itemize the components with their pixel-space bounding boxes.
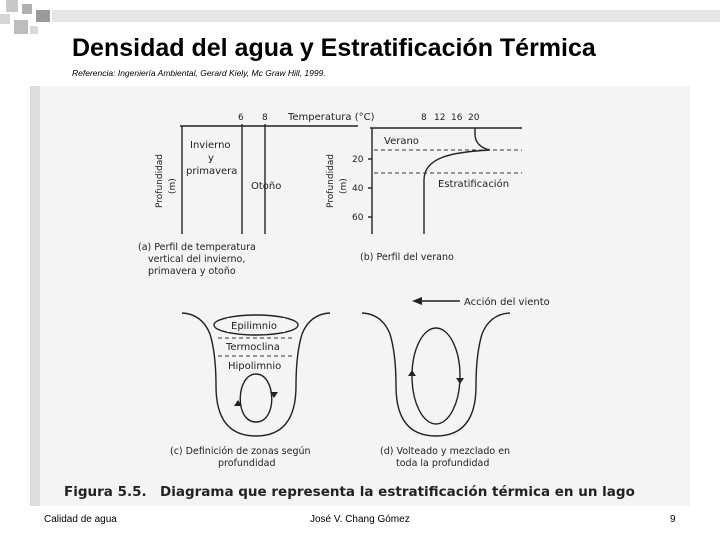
panel-b-ylabel-unit: (m) [339, 178, 349, 194]
arrow-down-icon [234, 400, 242, 406]
panel-a-label-primavera: primavera [186, 166, 237, 177]
panel-a-caption-3: primavera y otoño [148, 266, 236, 277]
panel-b-tick-8: 8 [421, 113, 427, 123]
panel-a-label-invierno: Invierno [190, 140, 231, 151]
panel-b-label-verano: Verano [384, 136, 419, 147]
panel-b-tick-20: 20 [468, 113, 480, 123]
panel-a-tick-8: 8 [262, 113, 268, 123]
panel-d-label-viento: Acción del viento [464, 296, 550, 308]
panel-b-caption: (b) Perfil del verano [360, 252, 454, 263]
arrow-up-icon [270, 392, 278, 398]
panel-a-caption-1: (a) Perfil de temperatura [138, 242, 256, 253]
panel-d-caption-2: toda la profundidad [396, 458, 489, 469]
panel-a-winter-profile: Temperatura (°C) 6 8 Invierno y primaver… [138, 112, 375, 277]
panel-a-ylabel: Profundidad [155, 154, 165, 208]
panel-b-ytick-40: 40 [352, 184, 364, 194]
panel-a-tick-6: 6 [238, 113, 244, 123]
panel-b-tick-16: 16 [451, 113, 463, 123]
panel-d-mixing: Acción del viento (d) Volteado y mezclad… [361, 296, 550, 469]
panel-d-caption-1: (d) Volteado y mezclado en [380, 446, 510, 457]
panel-c-label-termoclina: Termoclina [225, 342, 280, 353]
arrow-up-icon [456, 378, 464, 384]
panel-a-caption-2: vertical del invierno, [148, 254, 245, 265]
panel-b-ytick-20: 20 [352, 155, 364, 165]
arrow-down-icon [408, 370, 416, 376]
panel-b-ytick-60: 60 [352, 213, 364, 223]
footer-course: Calidad de agua [44, 514, 117, 525]
panel-b-summer-profile: 8 12 16 20 20 40 60 Verano Estratificaci… [326, 113, 522, 263]
arrow-left-icon [412, 297, 422, 305]
panel-b-ylabel: Profundidad [326, 154, 336, 208]
corner-decoration [0, 0, 720, 34]
panel-a-axis-title: Temperatura (°C) [287, 112, 375, 123]
reference-note: Referencia: Ingeniería Ambiental, Gerard… [72, 68, 326, 78]
panel-c-lake-zones: Epilimnio Termoclina Hipolimnio (c) Defi… [170, 312, 331, 469]
panel-c-caption-2: profundidad [218, 458, 275, 469]
footer-page-number: 9 [670, 514, 676, 525]
panel-a-label-y: y [208, 153, 214, 164]
slide-title: Densidad del agua y Estratificación Térm… [72, 34, 596, 62]
panel-c-caption-1: (c) Definición de zonas según [170, 446, 311, 457]
panel-c-label-hipolimnio: Hipolimnio [228, 361, 281, 372]
panel-a-label-otono: Otoño [251, 181, 281, 192]
panel-b-label-estratificacion: Estratificación [438, 178, 509, 190]
figure-caption-text: Diagrama que representa la estratificaci… [160, 484, 635, 500]
stratification-figure: Temperatura (°C) 6 8 Invierno y primaver… [30, 86, 690, 506]
footer-author: José V. Chang Gómez [310, 514, 410, 525]
panel-b-tick-12: 12 [434, 113, 445, 123]
figure-caption-number: Figura 5.5. [64, 484, 147, 500]
panel-c-label-epilimnio: Epilimnio [231, 321, 277, 332]
panel-a-ylabel-unit: (m) [168, 178, 178, 194]
